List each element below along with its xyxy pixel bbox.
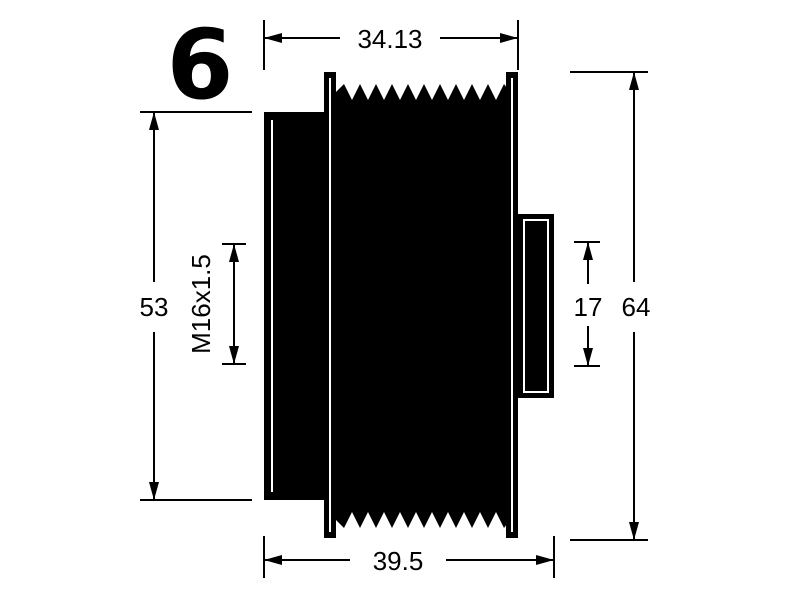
dim-outer-diameter-label: 64: [622, 292, 651, 322]
dim-hub-diameter-label: 17: [574, 292, 603, 322]
dim-bottom-width: [263, 536, 555, 578]
figure-number: 6: [167, 9, 234, 121]
dim-top-width-label: 34.13: [357, 24, 422, 54]
right-boss-outline: [523, 219, 549, 393]
dim-hub-diameter: [574, 241, 600, 367]
dim-thread-label: M16x1.5: [186, 254, 216, 354]
grooved-pulley-body: [336, 84, 510, 528]
dim-thread: [222, 243, 246, 365]
left-hub-body: [264, 112, 334, 500]
dim-top-width: [263, 20, 519, 70]
dim-bottom-width-label: 39.5: [373, 546, 424, 576]
dim-left-height-label: 53: [140, 292, 169, 322]
dim-outer-diameter: [570, 71, 648, 541]
dim-left-height: [140, 111, 252, 501]
